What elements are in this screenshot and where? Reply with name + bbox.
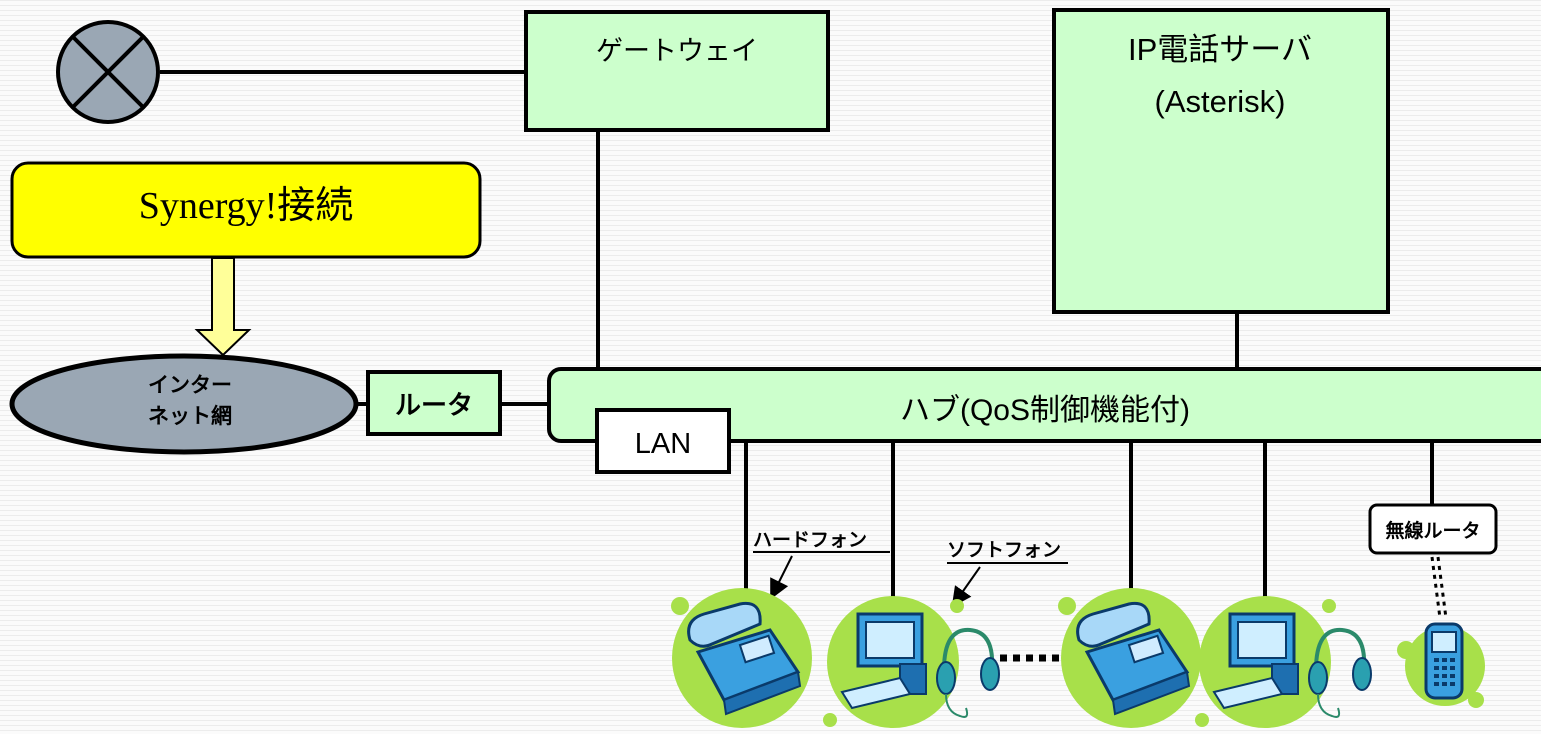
hub-box: ハブ(QoS制御機能付) [547, 367, 1541, 443]
hub-label: ハブ(QoS制御機能付) [900, 394, 1190, 427]
router-box: ルータ [366, 370, 502, 436]
synergy-box: Synergy!接続 [10, 161, 482, 259]
desk-phone-icon [671, 588, 812, 728]
synergy-label: Synergy!接続 [139, 185, 354, 227]
ip-phone-server-label: IP電話サーバ [1128, 32, 1312, 67]
computer-headset-icon [823, 596, 1000, 728]
desk-phone-icon [1058, 588, 1201, 728]
internet-label-line2: ネット網 [148, 404, 232, 428]
internet-label-line1: インター [148, 374, 232, 397]
computer-headset-icon [1195, 596, 1372, 728]
down-arrow-icon [194, 257, 252, 357]
hard-phone-label: ハードフォン [753, 530, 867, 551]
gateway-box: ゲートウェイ [524, 10, 830, 132]
wireless-router-label: 無線ルータ [1385, 519, 1480, 542]
gateway-label: ゲートウェイ [596, 36, 758, 66]
hard-phone-callout: ハードフォン [753, 530, 890, 600]
mobile-phone-icon [1397, 622, 1485, 708]
wireless-router-box: 無線ルータ [1368, 503, 1498, 555]
pstn-circle-icon [56, 20, 160, 124]
internet-ellipse: インター ネット網 [9, 353, 359, 455]
lan-box: LAN [595, 408, 731, 474]
soft-phone-label: ソフトフォン [947, 540, 1061, 561]
soft-phone-callout: ソフトフォン [947, 540, 1068, 608]
lan-label: LAN [635, 428, 691, 460]
ip-phone-server-box: IP電話サーバ (Asterisk) [1052, 8, 1390, 314]
wireless-signal-icon [1430, 556, 1448, 619]
router-label: ルータ [395, 390, 473, 420]
asterisk-label: (Asterisk) [1155, 84, 1286, 119]
